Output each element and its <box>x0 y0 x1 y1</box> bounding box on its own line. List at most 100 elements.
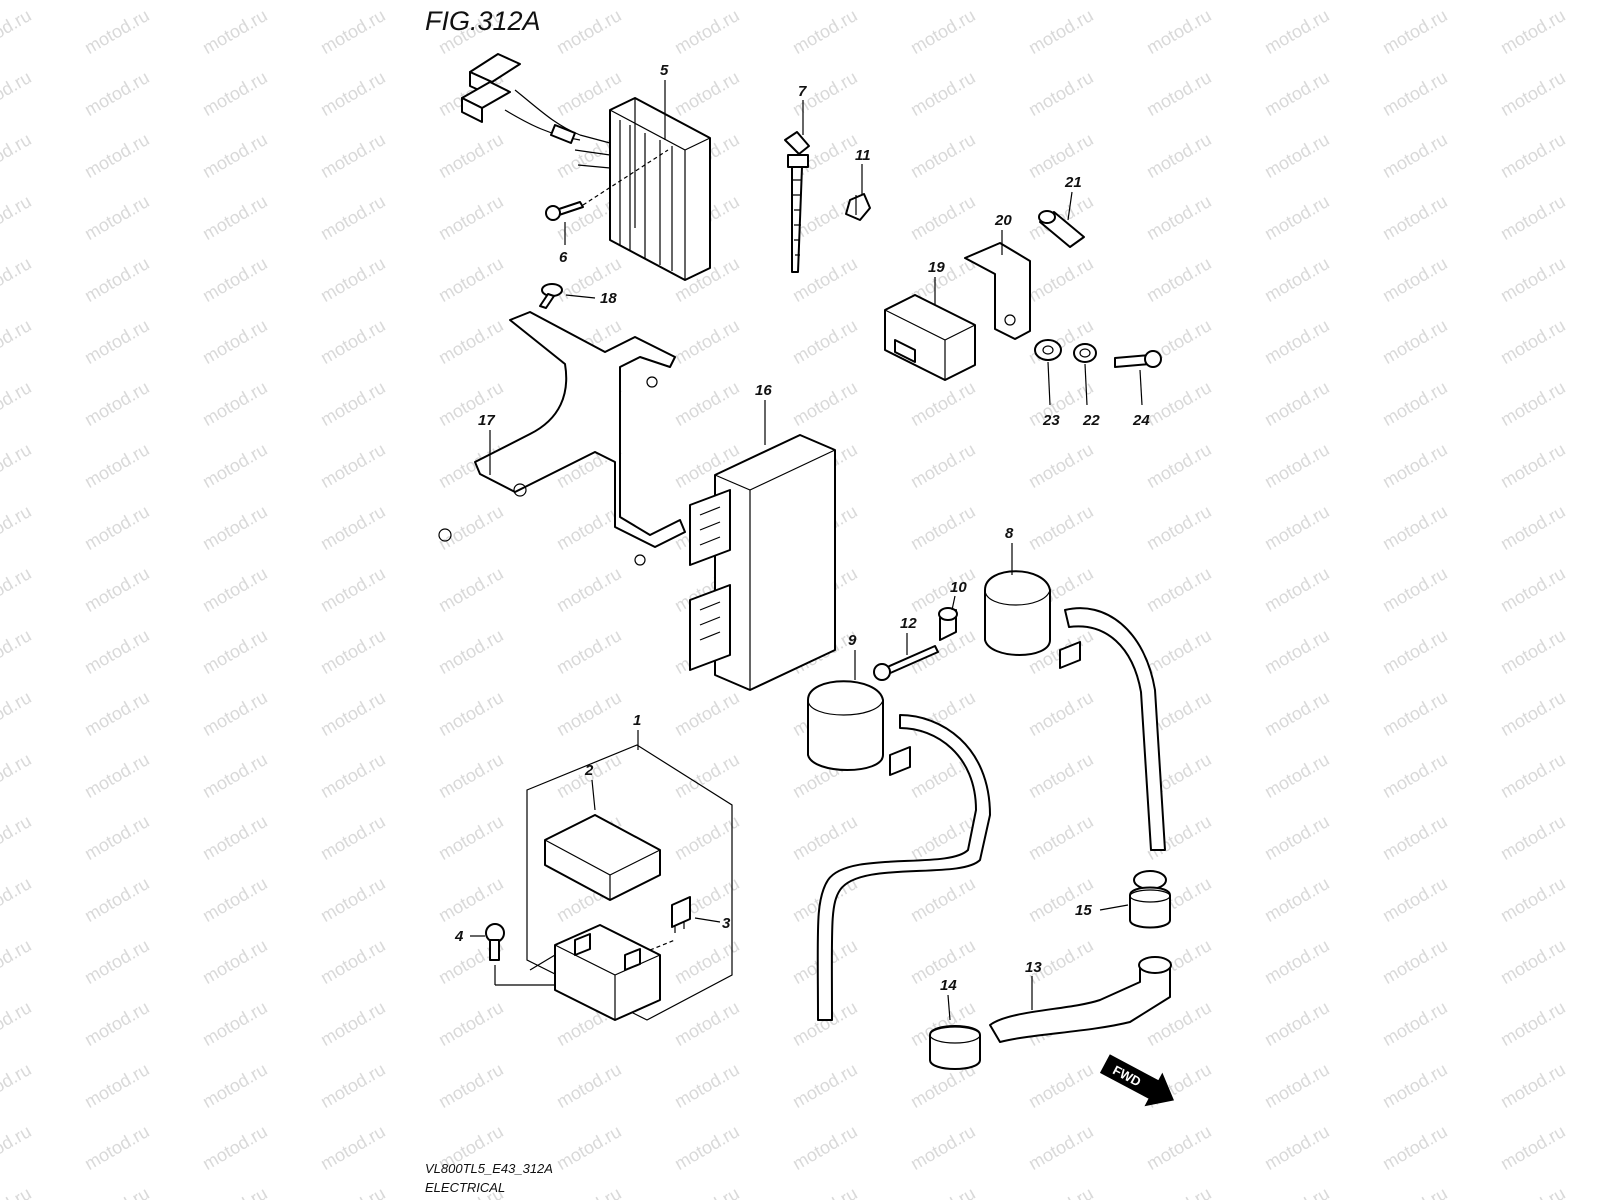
bolt-icon <box>539 283 563 309</box>
watermark-text: motod.ru <box>789 315 861 368</box>
watermark-text: motod.ru <box>1025 67 1097 120</box>
watermark-text: motod.ru <box>199 749 271 802</box>
watermark-text: motod.ru <box>0 563 35 616</box>
watermark-text: motod.ru <box>199 191 271 244</box>
sleeve-icon <box>1038 210 1085 248</box>
watermark-text: motod.ru <box>0 873 35 926</box>
watermark-text: motod.ru <box>435 687 507 740</box>
watermark-text: motod.ru <box>1379 563 1451 616</box>
watermark-text: motod.ru <box>199 377 271 430</box>
watermark-text: motod.ru <box>1497 1121 1569 1174</box>
watermark-text: motod.ru <box>1261 811 1333 864</box>
fuse-icon <box>671 896 691 933</box>
callout-21: 21 <box>1064 174 1082 191</box>
watermark-text: motod.ru <box>81 625 153 678</box>
watermark-text: motod.ru <box>1143 625 1215 678</box>
watermark-text: motod.ru <box>671 1121 743 1174</box>
bracket-icon <box>438 311 686 566</box>
watermark-text: motod.ru <box>1143 501 1215 554</box>
watermark-text: motod.ru <box>1379 5 1451 58</box>
watermark-text: motod.ru <box>671 1183 743 1200</box>
watermark-text: motod.ru <box>1143 1183 1215 1200</box>
watermark-text: motod.ru <box>1379 997 1451 1050</box>
bolt-icon <box>485 923 505 961</box>
watermark-text: motod.ru <box>1497 873 1569 926</box>
watermark-text: motod.ru <box>1025 129 1097 182</box>
watermark-text: motod.ru <box>1497 67 1569 120</box>
watermark-text: motod.ru <box>0 997 35 1050</box>
watermark-text: motod.ru <box>317 563 389 616</box>
callout-5: 5 <box>660 62 669 79</box>
watermark-text: motod.ru <box>789 1183 861 1200</box>
watermark-text: motod.ru <box>199 67 271 120</box>
watermark-text: motod.ru <box>317 315 389 368</box>
watermark-text: motod.ru <box>907 1121 979 1174</box>
watermark-text: motod.ru <box>81 997 153 1050</box>
callout-10: 10 <box>950 579 967 596</box>
watermark-text: motod.ru <box>81 501 153 554</box>
watermark-text: motod.ru <box>0 315 35 368</box>
callout-4: 4 <box>454 928 464 945</box>
callout-6: 6 <box>559 249 568 266</box>
watermark-text: motod.ru <box>789 811 861 864</box>
watermark-text: motod.ru <box>907 439 979 492</box>
watermark-text: motod.ru <box>1379 687 1451 740</box>
watermark-text: motod.ru <box>317 749 389 802</box>
watermark-text: motod.ru <box>1143 129 1215 182</box>
watermark-text: motod.ru <box>1025 253 1097 306</box>
watermark-text: motod.ru <box>1497 1183 1569 1200</box>
watermark-text: motod.ru <box>1379 67 1451 120</box>
callout-17: 17 <box>478 412 495 429</box>
watermark-text: motod.ru <box>907 1183 979 1200</box>
watermark-text: motod.ru <box>1379 501 1451 554</box>
watermark-text: motod.ru <box>0 811 35 864</box>
watermark-text: motod.ru <box>671 997 743 1050</box>
watermark-text: motod.ru <box>317 191 389 244</box>
callout-18: 18 <box>600 290 617 307</box>
watermark-text: motod.ru <box>81 129 153 182</box>
watermark-text: motod.ru <box>0 501 35 554</box>
watermark-text: motod.ru <box>435 873 507 926</box>
watermark-text: motod.ru <box>1261 935 1333 988</box>
watermark-text: motod.ru <box>199 811 271 864</box>
watermark-text: motod.ru <box>1025 5 1097 58</box>
watermark-text: motod.ru <box>1143 563 1215 616</box>
watermark-text: motod.ru <box>317 377 389 430</box>
watermark-text: motod.ru <box>81 5 153 58</box>
watermark-text: motod.ru <box>553 1059 625 1112</box>
watermark-text: motod.ru <box>1261 377 1333 430</box>
callout-1: 1 <box>633 712 641 729</box>
watermark-text: motod.ru <box>907 67 979 120</box>
plug-cap-icon <box>989 956 1172 1043</box>
callout-24: 24 <box>1132 412 1150 429</box>
watermark-text: motod.ru <box>1025 749 1097 802</box>
watermark-text: motod.ru <box>81 191 153 244</box>
watermark-text: motod.ru <box>199 687 271 740</box>
watermark-text: motod.ru <box>81 811 153 864</box>
watermark-text: motod.ru <box>199 129 271 182</box>
watermark-text: motod.ru <box>1261 129 1333 182</box>
watermark-text: motod.ru <box>81 1059 153 1112</box>
watermark-text: motod.ru <box>1143 377 1215 430</box>
watermark-text: motod.ru <box>1379 315 1451 368</box>
watermark-text: motod.ru <box>435 315 507 368</box>
bolt-icon <box>873 645 939 681</box>
watermark-text: motod.ru <box>81 253 153 306</box>
watermark-text: motod.ru <box>789 1059 861 1112</box>
ignition-coil-icon <box>807 680 991 1021</box>
watermark-text: motod.ru <box>1497 129 1569 182</box>
watermark-text: motod.ru <box>1379 811 1451 864</box>
watermark-text: motod.ru <box>1497 253 1569 306</box>
watermark-text: motod.ru <box>1261 625 1333 678</box>
watermark-text: motod.ru <box>1497 687 1569 740</box>
ring-icon <box>929 1025 981 1070</box>
watermark-text: motod.ru <box>1497 625 1569 678</box>
watermark-text: motod.ru <box>1261 5 1333 58</box>
watermark-text: motod.ru <box>907 501 979 554</box>
model-code: VL800TL5_E43_312A <box>425 1161 553 1176</box>
watermark-text: motod.ru <box>1261 1121 1333 1174</box>
relay-assembly-box <box>526 744 733 1021</box>
watermark-text: motod.ru <box>199 1183 271 1200</box>
callout-7: 7 <box>798 83 807 100</box>
